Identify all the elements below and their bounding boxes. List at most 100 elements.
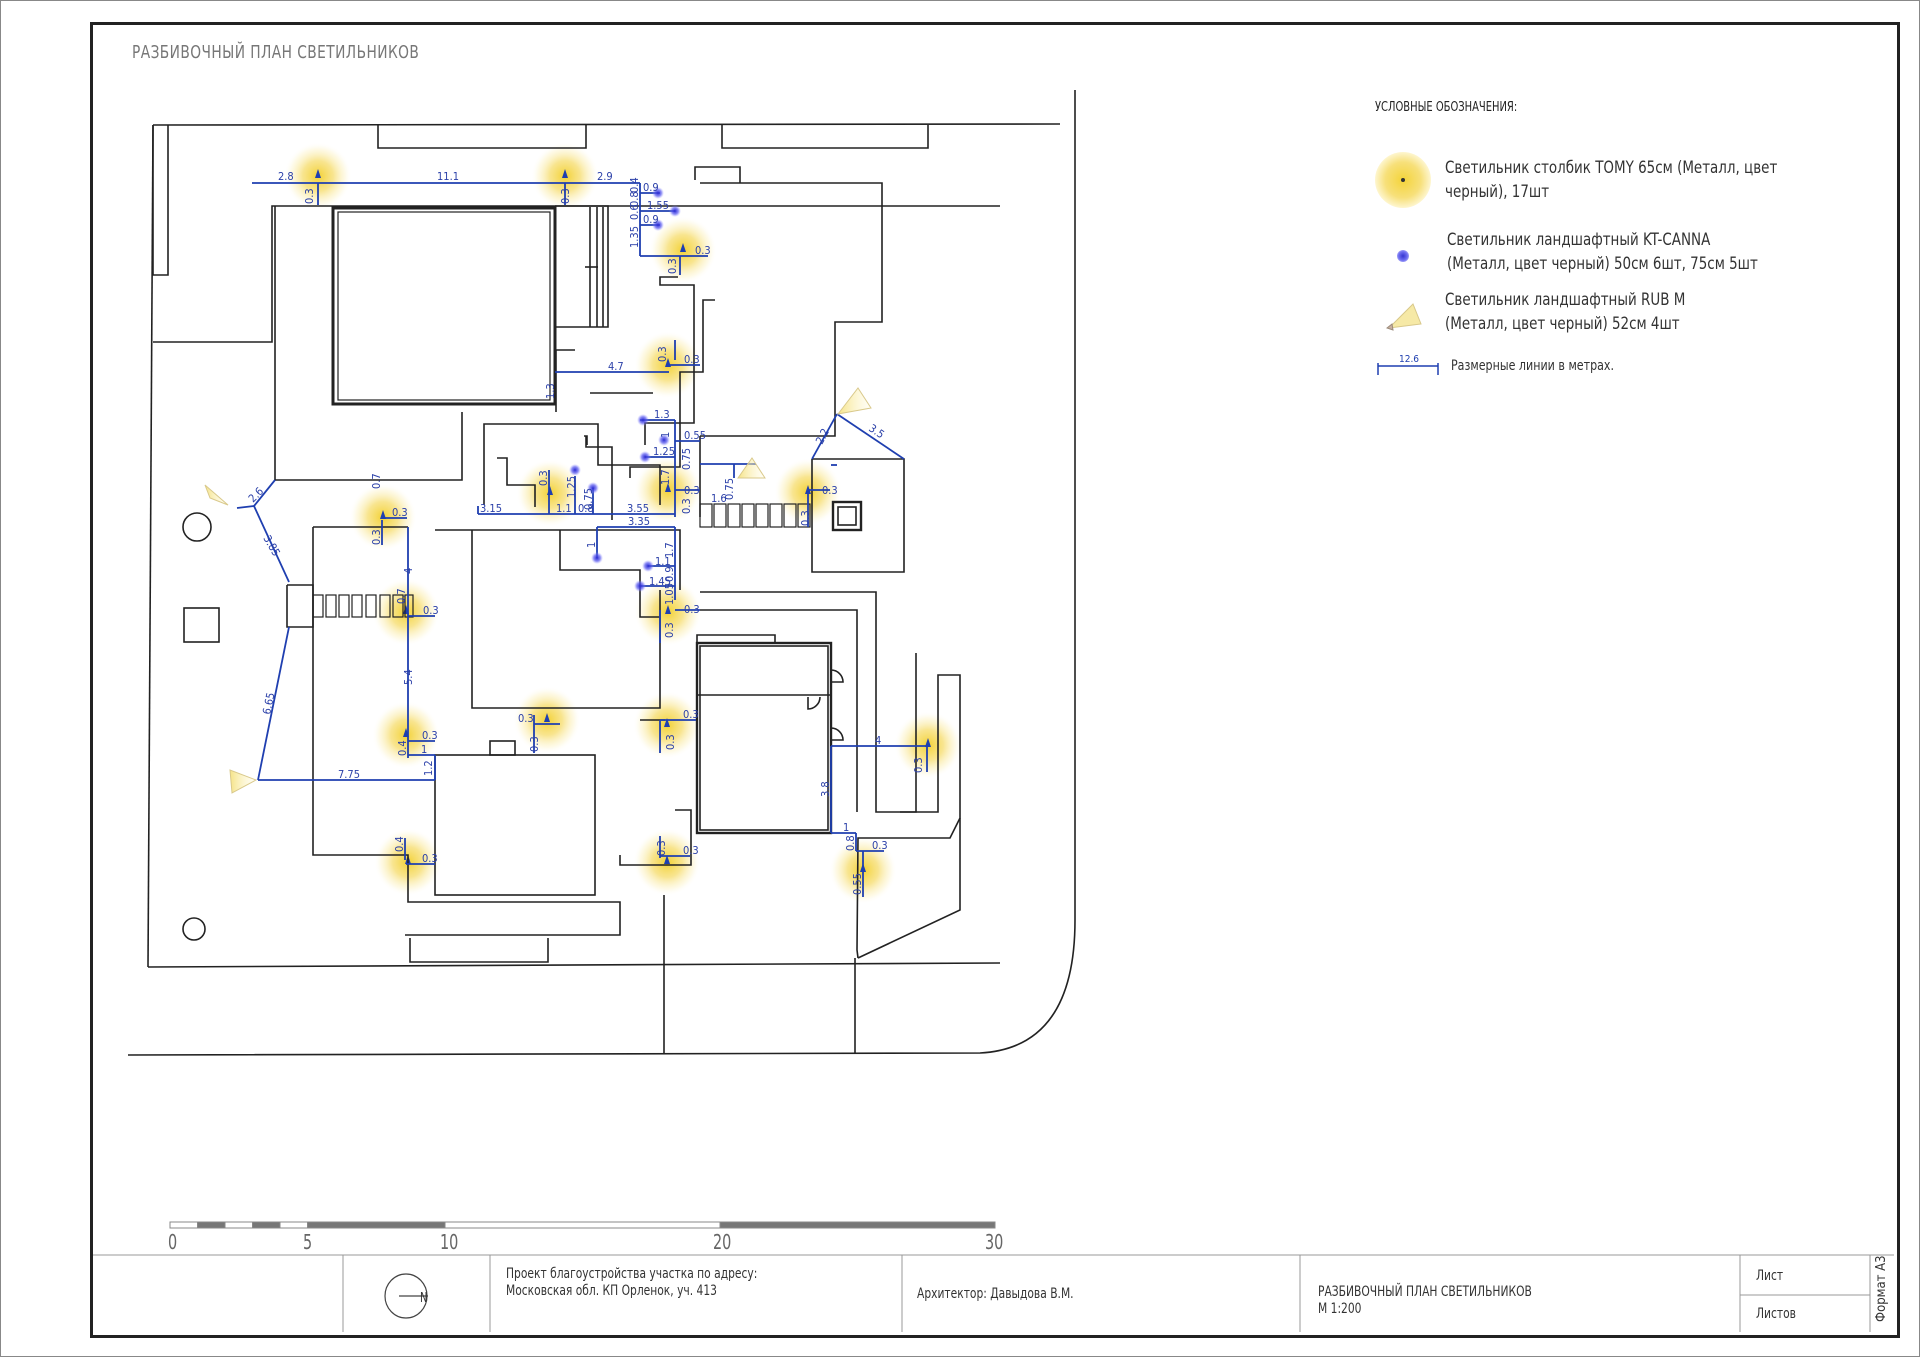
canna-light	[591, 552, 603, 564]
dim-label: 0.3	[872, 839, 888, 852]
drawing-frame	[90, 22, 1900, 1338]
canna-light	[637, 414, 649, 426]
canna-light	[587, 482, 599, 494]
dim-label: 0.3	[518, 712, 534, 725]
dim-label: 0.9	[643, 213, 659, 226]
tomy-post-light-icon	[1375, 152, 1431, 208]
dim-label: 1.7	[659, 469, 672, 485]
dim-label: 0.4	[628, 177, 641, 193]
dim-label: 0.3	[683, 844, 699, 857]
title-block-grid	[93, 1254, 1894, 1332]
project-address: Проект благоустройства участка по адресу…	[506, 1266, 757, 1300]
canna-light	[634, 580, 646, 592]
dim-label: 4	[875, 734, 881, 747]
dim-label: 0.3	[423, 604, 439, 617]
dim-label: 0.3	[680, 498, 693, 514]
architect: Архитектор: Давыдова В.М.	[917, 1286, 1074, 1302]
canna-light	[658, 434, 670, 446]
tomy-light-marker	[925, 738, 931, 747]
dim-label: 1.3	[654, 408, 670, 421]
dim-label: 1.6	[711, 492, 727, 505]
dim-label: 0.75	[582, 488, 595, 510]
dim-label: 0.75	[723, 478, 736, 500]
rub-m-spotlight-icon	[1385, 303, 1422, 331]
dim-label: 3.8	[819, 781, 832, 797]
tomy-light-marker	[315, 169, 321, 178]
dim-label: 0.8	[844, 835, 857, 851]
dim-label: 1.35	[628, 226, 641, 248]
scale-bar-segment	[279, 1221, 308, 1229]
dimension-sample-label: 12.6	[1399, 354, 1419, 365]
drawing-scale: М 1:200	[1318, 1301, 1362, 1317]
dim-label: 0.3	[655, 840, 668, 856]
dim-label: 4.7	[608, 360, 624, 373]
dim-label: 6.65	[260, 691, 277, 715]
dim-label: 1	[659, 432, 672, 438]
dim-label: 1.05	[663, 583, 676, 605]
dim-label: 0.3	[303, 188, 316, 204]
scale-label: 30	[985, 1230, 1004, 1254]
rub-spotlight	[737, 457, 766, 479]
dim-label: 0.55	[684, 429, 706, 442]
rub-spotlight	[229, 769, 258, 794]
rub-spotlights	[204, 387, 872, 794]
dim-label: 5.4	[402, 669, 415, 685]
tomy-lights	[284, 142, 962, 904]
dim-label: 0.8	[628, 191, 641, 207]
dim-label: 2.9	[597, 170, 613, 183]
canna-light	[642, 560, 654, 572]
scale-label: 10	[440, 1230, 459, 1254]
scale-bar	[169, 1221, 996, 1229]
dim-label: 0.3	[799, 510, 812, 526]
dim-label: 0.8	[578, 502, 594, 515]
tomy-light-marker	[665, 605, 671, 614]
dim-label: 3.15	[480, 502, 502, 515]
dim-label: 0.3	[664, 734, 677, 750]
dim-label: 0.3	[528, 736, 541, 752]
canna-light	[652, 219, 664, 231]
drawing-name: РАЗБИВОЧНЫЙ ПЛАН СВЕТИЛЬНИКОВ	[1318, 1284, 1532, 1300]
dim-label: 0.3	[370, 529, 383, 545]
dimension-labels: 2.8 11.1 2.9 0.3 0.3 0.4 0.8 0.6 1.35 0.…	[246, 170, 925, 895]
dim-label: 0.3	[392, 506, 408, 519]
project-line-1: Проект благоустройства участка по адресу…	[506, 1266, 758, 1282]
dim-label: 1	[585, 542, 598, 548]
scale-bar-segment	[719, 1221, 996, 1229]
canna-lights	[569, 187, 681, 592]
dim-label: 0.3	[422, 852, 438, 865]
site-boundary-left	[147, 124, 154, 968]
tomy-light-marker	[664, 855, 670, 864]
canna-light	[652, 187, 664, 199]
canna-light	[669, 205, 681, 217]
dim-label: 0.3	[559, 188, 572, 204]
site-boundary-top	[152, 123, 1061, 126]
sheets-label: Листов	[1756, 1306, 1796, 1322]
dim-label: 0.4	[393, 836, 406, 852]
dimension-line-icon: 12.6	[1377, 354, 1439, 375]
tomy-light-marker	[665, 483, 671, 492]
dim-label: 1.45	[649, 575, 671, 588]
scale-bar-segment	[444, 1221, 721, 1229]
dim-label: 3.55	[627, 502, 649, 515]
dim-label: 3.35	[628, 515, 650, 528]
tomy-light-marker	[562, 169, 568, 178]
project-line-2: Московская обл. КП Орленок, уч. 413	[506, 1283, 717, 1299]
sheet-title: РАЗБИВОЧНЫЙ ПЛАН СВЕТИЛЬНИКОВ	[132, 42, 420, 63]
kt-canna-landscape-light-icon	[1397, 250, 1409, 262]
north-label: N	[420, 1291, 428, 1306]
dim-label: 0.3	[684, 603, 700, 616]
legend-text-line: (Металл, цвет черный) 50см 6шт, 75см 5шт	[1447, 254, 1758, 274]
tomy-light-marker	[664, 718, 670, 727]
site-outlines	[127, 90, 1076, 1056]
road-curve	[127, 120, 1076, 1056]
dim-label: 0.3	[656, 346, 669, 362]
scale-bar-segment	[307, 1221, 446, 1229]
legend-item-tomy: Светильник столбик TOMY 65см (Металл, цв…	[1375, 152, 1845, 212]
legend-text-line: Светильник ландшафтный KT-CANNA	[1447, 230, 1711, 250]
dim-label: 2.8	[278, 170, 294, 183]
dim-label: 1.7	[663, 542, 676, 558]
scale-bar-segment	[224, 1221, 253, 1229]
dim-label: 1.2	[422, 760, 435, 776]
scale-label: 20	[713, 1230, 732, 1254]
tomy-light-marker	[380, 510, 386, 519]
